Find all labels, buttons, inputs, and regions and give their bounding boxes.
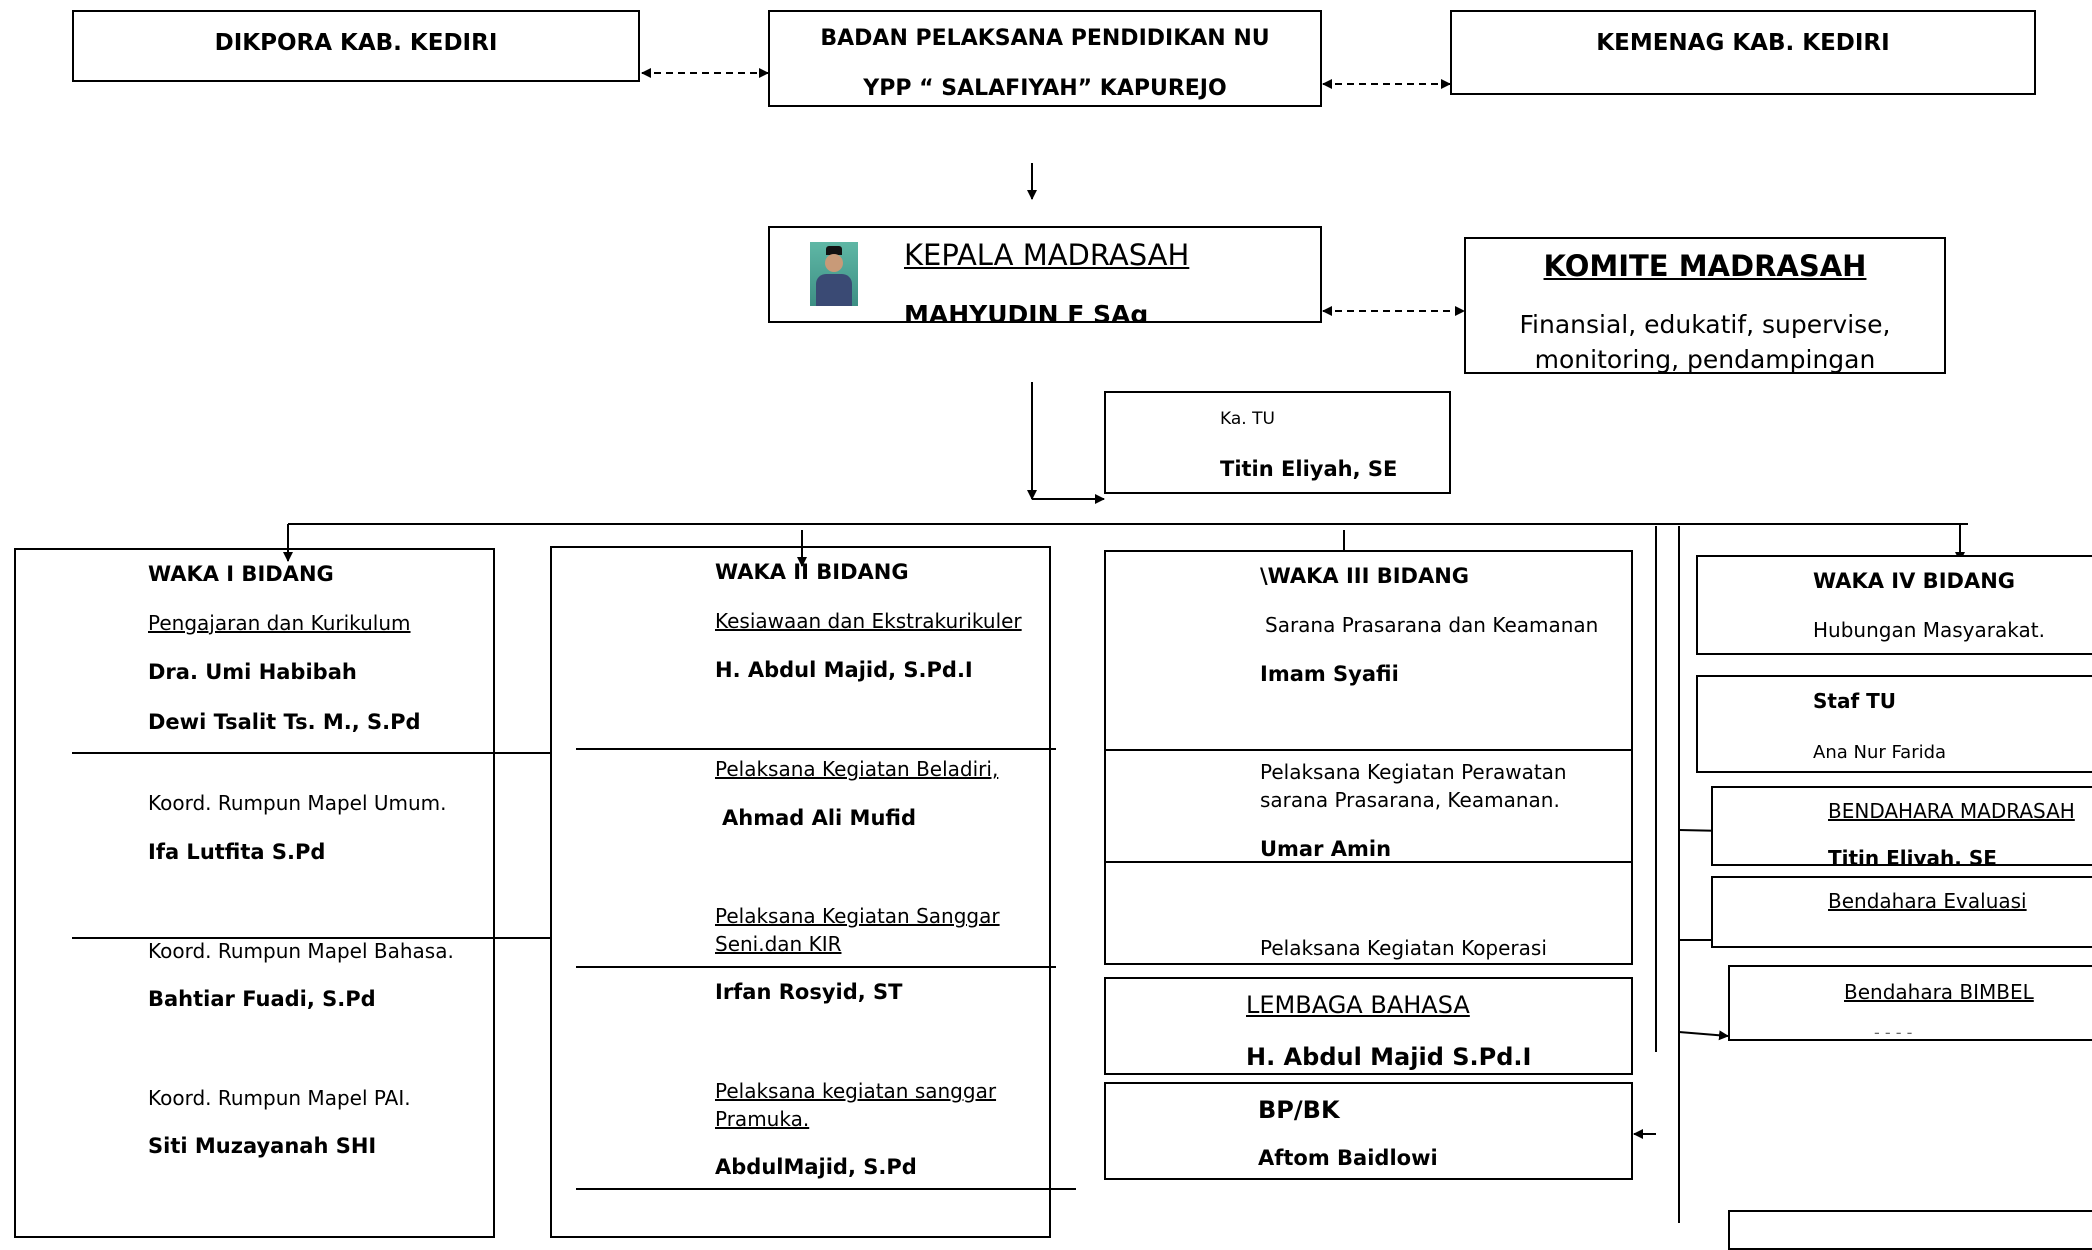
bendahara-bimbel-box: Bendahara BIMBEL - - - - — [1728, 965, 2092, 1041]
koperasi-label: Pelaksana Kegiatan Koperasi — [1260, 936, 1547, 960]
staf-tu-name: Ana Nur Farida — [1813, 742, 1947, 763]
sanggar-label-line1: Pelaksana Kegiatan Sanggar — [715, 904, 1000, 928]
bendahara-madrasah-title: BENDAHARA MADRASAH — [1828, 799, 2075, 823]
staf-tu-title: Staf TU — [1813, 689, 1897, 713]
sanggar-label-line2: Seni.dan KIR — [715, 932, 842, 956]
ka-tu-box: Ka. TU Titin Eliyah, SE — [1104, 391, 1451, 494]
pramuka-label-line2: Pramuka. — [715, 1107, 810, 1131]
badan-pelaksana-box: BADAN PELAKSANA PENDIDIKAN NU YPP “ SALA… — [768, 10, 1322, 107]
waka2-box: WAKA II BIDANG Kesiawaan dan Ekstrakurik… — [550, 546, 1051, 1238]
koord-umum-name: Ifa Lutfita S.Pd — [148, 840, 326, 864]
waka3-subtitle: Sarana Prasarana dan Keamanan — [1265, 613, 1599, 637]
badan-pelaksana-line2: YPP “ SALAFIYAH” KAPUREJO — [863, 76, 1227, 101]
beladiri-name: Ahmad Ali Mufid — [722, 806, 917, 830]
koord-umum-label: Koord. Rumpun Mapel Umum. — [148, 791, 447, 815]
waka4-box: WAKA IV BIDANG Hubungan Masyarakat. — [1696, 555, 2092, 655]
waka1-title: WAKA I BIDANG — [148, 562, 334, 586]
kepala-photo — [810, 242, 858, 306]
connector-lines — [72, 68, 1968, 1223]
pramuka-label-line1: Pelaksana kegiatan sanggar — [715, 1079, 997, 1103]
ka-tu-label: Ka. TU — [1220, 409, 1275, 429]
lembaga-name: H. Abdul Majid S.Pd.I — [1246, 1043, 1532, 1071]
waka3-box: \WAKA III BIDANG Sarana Prasarana dan Ke… — [1104, 550, 1633, 965]
bendahara-madrasah-name: Titin Eliyah, SE — [1828, 846, 1997, 866]
waka3-divider-1 — [1106, 749, 1631, 751]
waka3-title: \WAKA III BIDANG — [1260, 564, 1470, 588]
lembaga-title: LEMBAGA BAHASA — [1246, 991, 1470, 1019]
perawatan-label-line2: sarana Prasarana, Keamanan. — [1260, 788, 1560, 812]
waka3-name: Imam Syafii — [1260, 662, 1399, 686]
bp-bk-box: BP/BK Aftom Baidlowi — [1104, 1082, 1633, 1180]
beladiri-label: Pelaksana Kegiatan Beladiri, — [715, 757, 999, 781]
kepala-madrasah-box: KEPALA MADRASAH MAHYUDIN F SAg — [768, 226, 1322, 323]
badan-pelaksana-line1: BADAN PELAKSANA PENDIDIKAN NU — [820, 26, 1270, 51]
waka3-divider-2 — [1106, 861, 1631, 863]
perawatan-label-line1: Pelaksana Kegiatan Perawatan — [1260, 760, 1567, 784]
dikpora-label: DIKPORA KAB. KEDIRI — [214, 30, 498, 56]
waka2-title: WAKA II BIDANG — [715, 560, 909, 584]
bendahara-bimbel-title: Bendahara BIMBEL — [1844, 980, 2034, 1004]
ka-tu-name: Titin Eliyah, SE — [1220, 457, 1398, 481]
bendahara-evaluasi-box: Bendahara Evaluasi — [1711, 876, 2092, 948]
bendahara-madrasah-box: BENDAHARA MADRASAH Titin Eliyah, SE — [1711, 786, 2092, 866]
dikpora-box: DIKPORA KAB. KEDIRI — [72, 10, 640, 82]
waka1-box: WAKA I BIDANG Pengajaran dan Kurikulum D… — [14, 548, 495, 1238]
pramuka-name: AbdulMajid, S.Pd — [715, 1155, 917, 1179]
kemenag-box: KEMENAG KAB. KEDIRI — [1450, 10, 2036, 95]
koord-bahasa-name: Bahtiar Fuadi, S.Pd — [148, 987, 376, 1011]
koord-pai-label: Koord. Rumpun Mapel PAI. — [148, 1086, 411, 1110]
komite-title: KOMITE MADRASAH — [1543, 249, 1867, 283]
waka1-subtitle: Pengajaran dan Kurikulum — [148, 611, 411, 635]
bendahara-bimbel-name: - - - - — [1874, 1023, 1913, 1041]
waka4-subtitle: Hubungan Masyarakat. — [1813, 618, 2045, 642]
komite-madrasah-box: KOMITE MADRASAH Finansial, edukatif, sup… — [1464, 237, 1946, 374]
sanggar-name: Irfan Rosyid, ST — [715, 980, 903, 1004]
waka2-subtitle: Kesiawaan dan Ekstrakurikuler — [715, 609, 1022, 633]
kepala-name: MAHYUDIN F SAg — [904, 300, 1149, 323]
kepala-title: KEPALA MADRASAH — [904, 238, 1190, 272]
koord-bahasa-label: Koord. Rumpun Mapel Bahasa. — [148, 939, 454, 963]
bendahara-evaluasi-title: Bendahara Evaluasi — [1828, 889, 2027, 913]
perawatan-name: Umar Amin — [1260, 837, 1392, 861]
koord-pai-name: Siti Muzayanah SHI — [148, 1134, 377, 1158]
waka1-name2: Dewi Tsalit Ts. M., S.Pd — [148, 710, 421, 734]
waka4-title: WAKA IV BIDANG — [1813, 569, 2016, 593]
komite-line1: Finansial, edukatif, supervise, — [1519, 310, 1891, 339]
waka1-name1: Dra. Umi Habibah — [148, 660, 357, 684]
bottom-right-partial-box — [1728, 1210, 2092, 1250]
bp-bk-title: BP/BK — [1258, 1096, 1340, 1124]
komite-line2: monitoring, pendampingan — [1534, 345, 1876, 374]
lembaga-bahasa-box: LEMBAGA BAHASA H. Abdul Majid S.Pd.I — [1104, 977, 1633, 1075]
waka2-name: H. Abdul Majid, S.Pd.I — [715, 658, 973, 682]
bp-bk-name: Aftom Baidlowi — [1258, 1146, 1438, 1170]
staf-tu-box: Staf TU Ana Nur Farida — [1696, 675, 2092, 773]
kemenag-label: KEMENAG KAB. KEDIRI — [1596, 30, 1890, 56]
